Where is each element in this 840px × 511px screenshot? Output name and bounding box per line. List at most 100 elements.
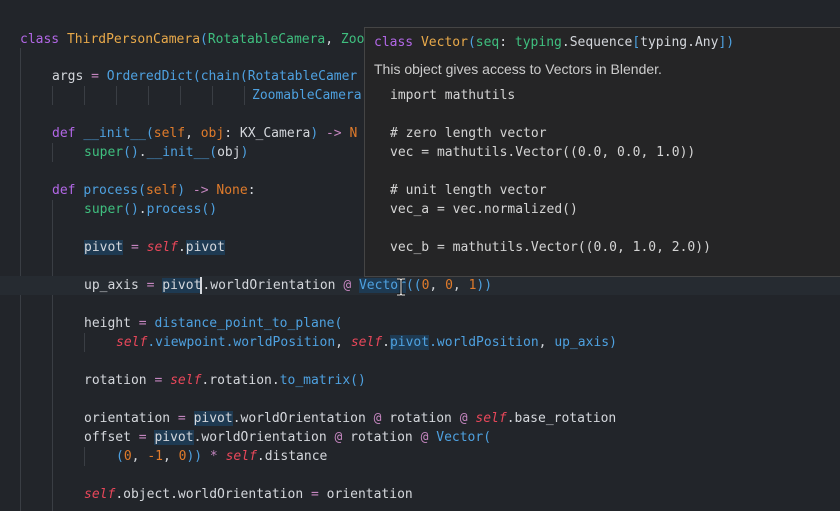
- code-token: (: [138, 183, 146, 198]
- code-token: orientation: [326, 487, 413, 502]
- code-token: .: [382, 335, 390, 350]
- hover-code-line: import mathutils: [390, 88, 516, 103]
- code-token: pivot: [162, 278, 202, 293]
- code-token: obj: [217, 145, 241, 160]
- code-token: :: [247, 183, 256, 198]
- hover-code-line: [390, 105, 711, 124]
- code-token: (: [334, 316, 343, 331]
- code-token: obj: [200, 126, 225, 141]
- code-token: pivot: [389, 335, 430, 350]
- code-token: rotation: [350, 430, 421, 445]
- code-token: up_axis: [84, 278, 147, 293]
- code-token: self: [475, 411, 507, 426]
- code-token: .rotation.: [201, 373, 280, 388]
- code-token: .distance: [256, 449, 328, 464]
- hover-tooltip: class Vector(seq: typing.Sequence[typing…: [364, 27, 840, 277]
- ibeam-cursor-icon: [397, 278, 405, 296]
- indent-guide: [84, 333, 85, 352]
- code-line[interactable]: height = distance_point_to_plane(: [0, 314, 840, 333]
- code-token: super: [84, 202, 124, 217]
- code-token: 0: [123, 449, 132, 464]
- code-token: chain: [200, 69, 240, 84]
- code-token: 0: [421, 278, 430, 293]
- code-token: ,: [162, 449, 179, 464]
- code-token: ->: [318, 126, 350, 141]
- code-token: args: [52, 69, 92, 84]
- code-line[interactable]: super().__init__(obj): [0, 143, 840, 162]
- indent-guide: [52, 200, 53, 511]
- code-token: (): [350, 373, 366, 388]
- code-line[interactable]: class ThirdPersonCamera(RotatableCamera,…: [0, 30, 840, 49]
- code-line[interactable]: def __init__(self, obj: KX_Camera) -> N: [0, 124, 840, 143]
- code-token: None: [216, 183, 248, 198]
- code-token: ,: [452, 278, 469, 293]
- code-token: ,: [335, 335, 351, 350]
- code-token: (): [123, 202, 139, 217]
- text-caret: [200, 277, 203, 294]
- hover-code-line: vec = mathutils.Vector((0.0, 0.0, 1.0)): [390, 145, 696, 160]
- code-line[interactable]: offset = pivot.worldOrientation @ rotati…: [0, 428, 840, 447]
- current-code-line[interactable]: up_axis = pivot.worldOrientation @ Vecto…: [0, 276, 840, 295]
- code-token: (: [239, 69, 248, 84]
- code-token: seq: [475, 35, 500, 50]
- code-token: =: [310, 487, 327, 502]
- code-line[interactable]: rotation = self.rotation.to_matrix(): [0, 371, 840, 390]
- code-token: ,: [185, 126, 201, 141]
- code-line[interactable]: orientation = pivot.worldOrientation @ r…: [0, 409, 840, 428]
- code-token: def: [52, 183, 84, 198]
- code-token: ((: [405, 278, 422, 293]
- code-token: Vector: [436, 430, 484, 445]
- code-token: *: [202, 449, 226, 464]
- code-token: typing: [514, 35, 562, 50]
- code-token: process: [146, 202, 202, 217]
- code-token: up_axis: [554, 335, 610, 350]
- code-token: Vector: [358, 278, 406, 293]
- indent-guide: [244, 86, 245, 105]
- indent-guide: [84, 86, 85, 105]
- code-token: orientation: [84, 411, 178, 426]
- code-token: pivot: [84, 240, 124, 255]
- code-line[interactable]: self.object.worldOrientation = orientati…: [0, 485, 840, 504]
- code-token: .: [177, 240, 186, 255]
- code-token: ,: [131, 449, 148, 464]
- hover-code-line: # zero length vector: [390, 126, 547, 141]
- code-token: (): [201, 202, 218, 217]
- code-token: .object.worldOrientation: [115, 487, 311, 502]
- code-token: self: [116, 335, 148, 350]
- code-line[interactable]: pivot = self.pivot: [0, 238, 840, 257]
- code-token: @: [373, 411, 390, 426]
- code-token: (: [467, 35, 476, 50]
- code-token: .worldOrientation: [202, 278, 344, 293]
- code-token: :: [499, 35, 515, 50]
- code-token: rotation: [84, 373, 155, 388]
- code-token: height: [84, 316, 139, 331]
- code-token: Vector: [420, 35, 468, 50]
- code-line[interactable]: self.viewpoint.worldPosition, self.pivot…: [0, 333, 840, 352]
- code-line[interactable]: (0, -1, 0)) * self.distance: [0, 447, 840, 466]
- code-token: .viewpoint.worldPosition: [147, 335, 336, 350]
- code-line[interactable]: super().process(): [0, 200, 840, 219]
- code-token: : KX_Camera: [224, 126, 311, 141]
- indent-guide: [116, 86, 117, 105]
- code-token: ): [240, 145, 249, 160]
- code-line[interactable]: ZoomableCamera: [0, 86, 840, 105]
- code-token: self: [84, 487, 116, 502]
- code-token: RotatableCamera: [207, 32, 326, 47]
- code-token: self: [146, 240, 178, 255]
- code-line[interactable]: args = OrderedDict(chain(RotatableCamer: [0, 67, 840, 86]
- code-token: =: [177, 411, 194, 426]
- code-token: __init__: [146, 145, 210, 160]
- code-token: self: [225, 449, 257, 464]
- code-token: =: [138, 430, 155, 445]
- code-token: (: [145, 126, 154, 141]
- code-token: ZoomableCamera: [252, 88, 362, 103]
- code-token: (: [209, 145, 218, 160]
- code-line[interactable]: def process(self) -> None:: [0, 181, 840, 200]
- code-token: @: [334, 430, 351, 445]
- hover-signature: class Vector(seq: typing.Sequence[typing…: [374, 33, 734, 52]
- code-token: ): [310, 126, 319, 141]
- code-token: (: [192, 69, 201, 84]
- code-token: )): [186, 449, 203, 464]
- code-token: ]): [718, 35, 735, 50]
